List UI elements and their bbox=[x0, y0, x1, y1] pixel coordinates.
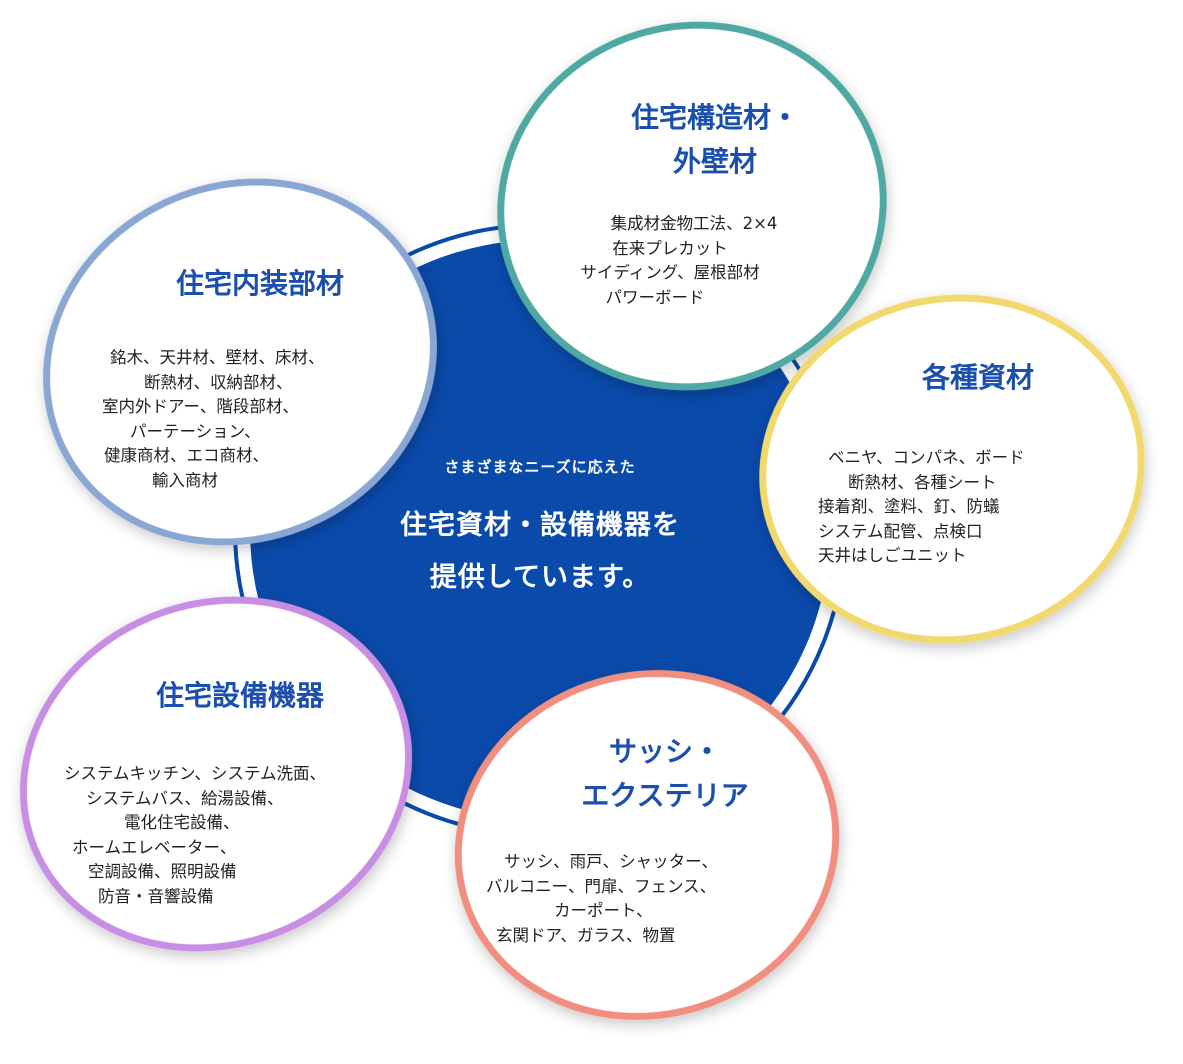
bubble-equipment-title: 住宅設備機器 bbox=[110, 674, 370, 718]
bubble-materials-item: 天井はしごユニット bbox=[818, 546, 967, 565]
bubble-interior-title: 住宅内装部材 bbox=[130, 262, 390, 306]
bubble-interior-item: パーテーション、 bbox=[130, 421, 261, 441]
bubble-interior-shape bbox=[43, 178, 437, 546]
bubble-sash-item: カーポート、 bbox=[554, 901, 653, 920]
bubble-equipment-item: 空調設備、照明設備 bbox=[88, 862, 237, 881]
bubble-sash-item: バルコニー、門扉、フェンス、 bbox=[486, 876, 717, 896]
bubble-structural-items: 集成材金物工法、2×4 在来プレカット サイディング、屋根部材 パワーボード bbox=[520, 212, 820, 310]
bubble-structural-title-line-2: 外壁材 bbox=[672, 145, 757, 178]
bubble-sash-item: 玄関ドア、ガラス、物置 bbox=[496, 925, 676, 945]
bubble-equipment-items: システムキッチン、システム洗面、 システムバス、給湯設備、 電化住宅設備、 ホー… bbox=[64, 762, 384, 909]
bubble-materials-items: ベニヤ、コンパネ、ボード 断熱材、各種シート 接着剤、塗料、釘、防蟻 システム配… bbox=[818, 446, 1098, 569]
bubble-structural-item: パワーボード bbox=[605, 287, 705, 307]
center-message-line-2: 提供しています。 bbox=[429, 562, 651, 593]
center-message: 住宅資材・設備機器を 提供しています。 bbox=[300, 500, 780, 604]
bubble-sash-item: サッシ、雨戸、シャッター、 bbox=[504, 852, 719, 871]
bubble-equipment-item: システムキッチン、システム洗面、 bbox=[64, 764, 327, 783]
bubble-equipment-item: 防音・音響設備 bbox=[98, 886, 214, 906]
bubble-equipment-item: システムバス、給湯設備、 bbox=[86, 788, 284, 808]
bubble-structural-title-line-1: 住宅構造材・ bbox=[630, 101, 799, 134]
bubble-interior-item: 断熱材、収納部材、 bbox=[144, 372, 293, 392]
bubble-sash-title-line-2: エクステリア bbox=[581, 779, 749, 812]
bubble-sash-shape bbox=[454, 670, 840, 1020]
bubble-interior-item: 輸入商材 bbox=[152, 470, 218, 490]
bubble-structural-item: 集成材金物工法、2×4 bbox=[610, 214, 778, 233]
bubble-materials-item: 断熱材、各種シート bbox=[848, 472, 997, 492]
bubble-materials-title-line-1: 各種資材 bbox=[921, 361, 1034, 394]
bubble-materials-item: ベニヤ、コンパネ、ボード bbox=[828, 448, 1025, 467]
bubble-interior-item: 健康商材、エコ商材、 bbox=[104, 446, 269, 465]
bubble-equipment-shape bbox=[19, 596, 413, 952]
center-subtitle: さまざまなニーズに応えた bbox=[444, 458, 636, 476]
bubble-interior-item: 銘木、天井材、壁材、床材、 bbox=[110, 348, 325, 367]
bubble-materials-item: システム配管、点検口 bbox=[818, 521, 983, 541]
bubble-interior-title-line-1: 住宅内装部材 bbox=[175, 267, 344, 300]
center-message-line-1: 住宅資材・設備機器を bbox=[400, 510, 680, 541]
bubble-materials-shape bbox=[759, 294, 1145, 644]
bubble-materials-title: 各種資材 bbox=[858, 356, 1098, 400]
bubble-materials-item: 接着剤、塗料、釘、防蟻 bbox=[818, 497, 1000, 516]
bubble-structural-shape bbox=[497, 21, 887, 391]
bubble-structural-title: 住宅構造材・ 外壁材 bbox=[575, 96, 855, 184]
bubble-equipment-item: ホームエレベーター、 bbox=[72, 837, 237, 857]
bubble-interior-items: 銘木、天井材、壁材、床材、 断熱材、収納部材、 室内外ドアー、階段部材、 パーテ… bbox=[98, 346, 398, 493]
bubble-sash-title: サッシ・ エクステリア bbox=[530, 730, 800, 818]
bubble-sash-title-line-1: サッシ・ bbox=[608, 735, 721, 768]
bubble-structural-item: サイディング、屋根部材 bbox=[580, 263, 760, 282]
bubble-sash-items: サッシ、雨戸、シャッター、 バルコニー、門扉、フェンス、 カーポート、 玄関ドア… bbox=[482, 850, 782, 948]
bubble-structural-item: 在来プレカット bbox=[612, 238, 728, 258]
bubble-equipment-item: 電化住宅設備、 bbox=[124, 813, 240, 832]
bubble-interior-item: 室内外ドアー、階段部材、 bbox=[102, 397, 299, 416]
bubble-equipment-title-line-1: 住宅設備機器 bbox=[155, 679, 324, 712]
